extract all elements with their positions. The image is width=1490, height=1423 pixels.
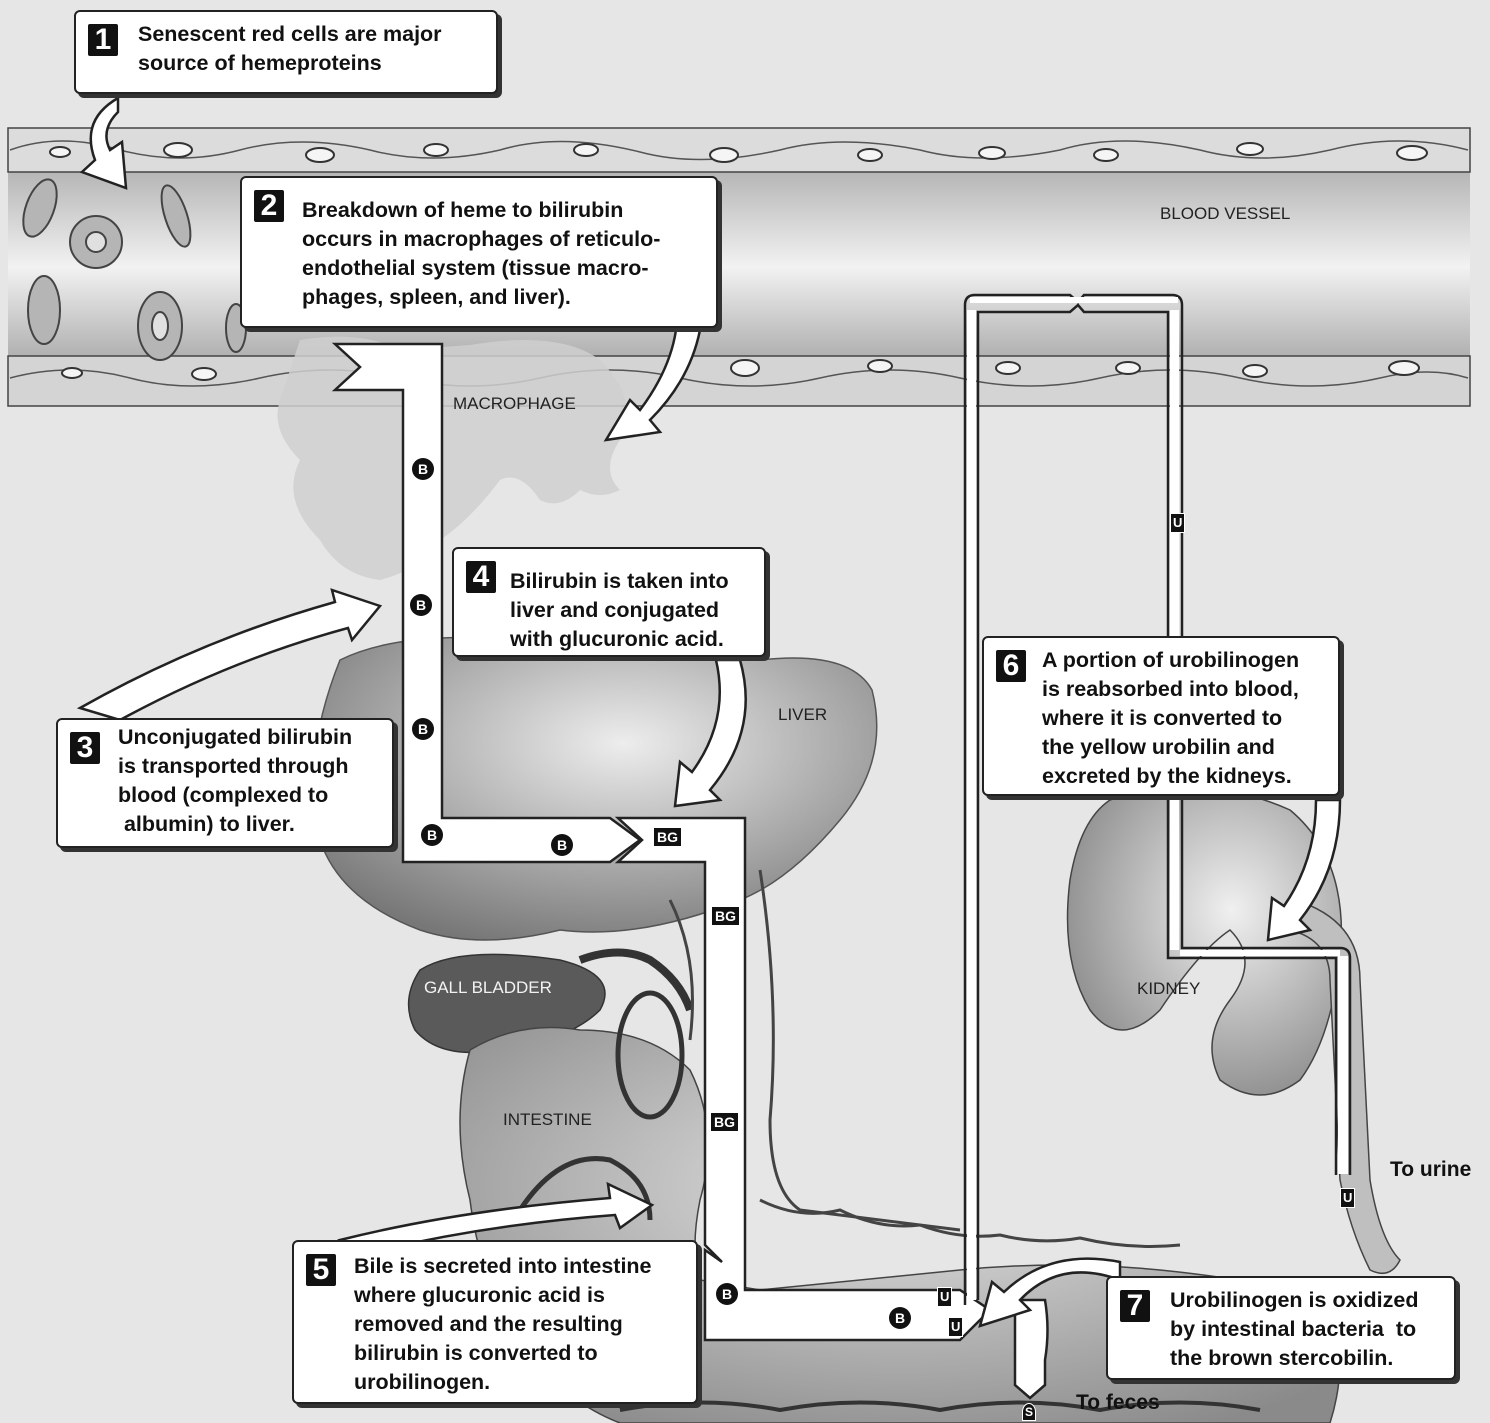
- intestine-label: INTESTINE: [503, 1110, 592, 1130]
- callout-4-text: Bilirubin is taken into liver and conjug…: [510, 567, 729, 654]
- callout-5: 5 Bile is secreted into intestine where …: [292, 1240, 698, 1404]
- callout-2-text: Breakdown of heme to bilirubin occurs in…: [302, 196, 660, 312]
- blood-vessel-label: BLOOD VESSEL: [1160, 204, 1290, 224]
- bilirubin-glucuronide-tag: BG: [710, 1112, 739, 1132]
- callout-1-text: Senescent red cells are major source of …: [138, 20, 442, 78]
- step-number-1: 1: [88, 24, 118, 56]
- liver-shape: [313, 638, 876, 941]
- macrophage-label: MACROPHAGE: [453, 394, 576, 414]
- bilirubin-token: B: [889, 1307, 911, 1329]
- callout-5-text: Bile is secreted into intestine where gl…: [354, 1252, 652, 1397]
- kidney-label: KIDNEY: [1137, 979, 1200, 999]
- step-number-3: 3: [70, 732, 100, 764]
- callout-2: 2 Breakdown of heme to bilirubin occurs …: [240, 176, 718, 328]
- callout-7: 7 Urobilinogen is oxidized by intestinal…: [1106, 1276, 1456, 1380]
- bilirubin-token: B: [412, 458, 434, 480]
- gall-bladder-label: GALL BLADDER: [424, 978, 552, 998]
- liver-label: LIVER: [778, 705, 827, 725]
- urobilinogen-tag: U: [948, 1317, 963, 1337]
- feces-outlet: [1015, 1300, 1048, 1398]
- bilirubin-token: B: [421, 824, 443, 846]
- bilirubin-glucuronide-tag: BG: [653, 827, 682, 847]
- callout-3: 3 Unconjugated bilirubin is transported …: [56, 718, 394, 848]
- callout-6: 6 A portion of urobilinogen is reabsorbe…: [982, 636, 1340, 796]
- bilirubin-token: B: [551, 834, 573, 856]
- step-number-2: 2: [254, 190, 284, 222]
- urobilinogen-tag: U: [1340, 1188, 1355, 1208]
- callout-7-text: Urobilinogen is oxidized by intestinal b…: [1170, 1286, 1418, 1373]
- callout-6-text: A portion of urobilinogen is reabsorbed …: [1042, 646, 1299, 791]
- to-urine-label: To urine: [1390, 1158, 1471, 1182]
- urobilinogen-tag: U: [937, 1287, 952, 1307]
- step-number-4: 4: [466, 561, 496, 593]
- step-number-5: 5: [306, 1254, 336, 1286]
- bilirubin-token: B: [716, 1283, 738, 1305]
- step-number-6: 6: [996, 650, 1026, 682]
- kidney-shape: [1068, 787, 1342, 1095]
- bilirubin-token: B: [410, 594, 432, 616]
- callout-1: 1 Senescent red cells are major source o…: [74, 10, 498, 94]
- stercobilin-tag: S: [1022, 1403, 1036, 1421]
- urobilinogen-tag: U: [1170, 513, 1185, 533]
- callout-3-text: Unconjugated bilirubin is transported th…: [118, 723, 352, 839]
- macrophage-shape: [278, 337, 627, 580]
- to-feces-label: To feces: [1076, 1391, 1160, 1415]
- callout-4: 4 Bilirubin is taken into liver and conj…: [452, 547, 766, 657]
- bilirubin-glucuronide-tag: BG: [711, 906, 740, 926]
- bilirubin-token: B: [412, 718, 434, 740]
- step-number-7: 7: [1120, 1290, 1150, 1322]
